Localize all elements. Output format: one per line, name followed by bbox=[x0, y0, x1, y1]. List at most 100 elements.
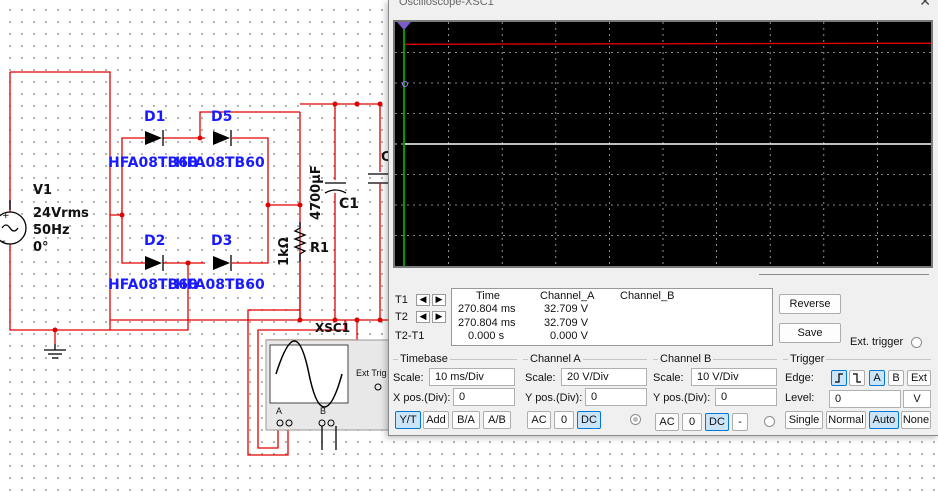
d2-model-label: HFA08TB60 bbox=[108, 277, 198, 293]
timebase-scale-input[interactable]: 10 ms/Div bbox=[429, 368, 515, 386]
falling-edge-icon[interactable] bbox=[849, 370, 865, 386]
trigger-source-a-button[interactable]: A bbox=[869, 370, 885, 386]
channel-b-terminal[interactable] bbox=[764, 416, 775, 427]
channel-b-dc-button[interactable]: DC bbox=[705, 413, 729, 431]
trigger-title: Trigger bbox=[788, 353, 827, 365]
trigger-normal-button[interactable]: Normal bbox=[826, 411, 866, 429]
channel-a-title: Channel A bbox=[528, 353, 583, 365]
trigger-none-button[interactable]: None bbox=[901, 411, 931, 429]
channel-b-ac-button[interactable]: AC bbox=[655, 413, 679, 431]
scope-plot bbox=[395, 22, 931, 266]
level-label: Level: bbox=[785, 392, 815, 404]
r1-value-label: 1kΩ bbox=[277, 237, 292, 266]
d3-name-label: D3 bbox=[211, 233, 232, 249]
channel-a-scale-input[interactable]: 20 V/Div bbox=[561, 368, 647, 386]
channel-a-ypos-label: Y pos.(Div): bbox=[525, 392, 583, 404]
trigger-auto-button[interactable]: Auto bbox=[869, 411, 899, 429]
xpos-label: X pos.(Div): bbox=[393, 392, 451, 404]
t1-left-arrow-icon[interactable]: ◀ bbox=[416, 294, 430, 306]
t2-t1-label: T2-T1 bbox=[395, 330, 425, 342]
diode-d3-symbol[interactable] bbox=[213, 255, 232, 271]
t1-channel-a: 32.709 V bbox=[544, 303, 589, 315]
t2-time: 270.804 ms bbox=[458, 317, 516, 329]
mode-ab-button[interactable]: A/B bbox=[483, 411, 511, 429]
diode-d1-symbol[interactable] bbox=[145, 130, 164, 146]
channel-a-dc-button[interactable]: DC bbox=[577, 411, 601, 429]
rising-edge-icon[interactable] bbox=[831, 370, 847, 386]
v1-name-label: V1 bbox=[33, 183, 52, 198]
wire-bridge-left-bottom bbox=[121, 215, 145, 264]
channel-a-zero-button[interactable]: 0 bbox=[554, 411, 574, 429]
channel-a-scale-label: Scale: bbox=[525, 372, 556, 384]
channel-b-zero-button[interactable]: 0 bbox=[682, 413, 702, 431]
svg-text:+: + bbox=[2, 211, 10, 221]
timebase-group bbox=[393, 359, 517, 360]
v1-voltage-label: 24Vrms bbox=[33, 206, 89, 221]
diode-d2-symbol[interactable] bbox=[145, 255, 164, 271]
edge-label: Edge: bbox=[785, 372, 814, 384]
scope-ch-b-label: B bbox=[320, 406, 326, 416]
save-button[interactable]: Save bbox=[779, 323, 841, 343]
channel-b-ypos-input[interactable]: 0 bbox=[715, 388, 777, 406]
mode-ba-button[interactable]: B/A bbox=[452, 411, 480, 429]
d1-name-label: D1 bbox=[144, 109, 165, 125]
dt-time: 0.000 s bbox=[468, 330, 505, 342]
channel-a-terminal[interactable] bbox=[630, 414, 641, 425]
scope-ch-a-label: A bbox=[276, 406, 282, 416]
mode-add-button[interactable]: Add bbox=[423, 411, 449, 429]
trigger-source-ext-button[interactable]: Ext bbox=[907, 370, 931, 386]
trigger-single-button[interactable]: Single bbox=[785, 411, 823, 429]
svg-text:-: - bbox=[2, 236, 6, 247]
cursor-readout-table: Time Channel_A Channel_B 270.804 ms 32.7… bbox=[451, 288, 773, 346]
scope-display[interactable] bbox=[393, 20, 933, 268]
ac-source-symbol[interactable] bbox=[0, 211, 27, 245]
resistor-r1-symbol[interactable] bbox=[293, 222, 307, 262]
channel-b-title: Channel B bbox=[658, 353, 714, 365]
d5-name-label: D5 bbox=[211, 109, 232, 125]
header-time: Time bbox=[476, 290, 501, 302]
v1-phase-label: 0° bbox=[33, 240, 49, 255]
ext-trigger-terminal[interactable] bbox=[911, 337, 922, 348]
channel-a-group bbox=[523, 359, 647, 360]
t1-right-arrow-icon[interactable]: ▶ bbox=[432, 294, 446, 306]
channel-a-position-marker-icon[interactable] bbox=[402, 81, 408, 87]
v1-freq-label: 50Hz bbox=[33, 223, 70, 238]
channel-b-scale-input[interactable]: 10 V/Div bbox=[691, 368, 777, 386]
c1-value-label: 4700µF bbox=[309, 165, 324, 220]
oscilloscope-xsc1-instrument[interactable] bbox=[265, 339, 391, 450]
reverse-button[interactable]: Reverse bbox=[779, 294, 841, 314]
t2-left-arrow-icon[interactable]: ◀ bbox=[416, 311, 430, 323]
trigger-level-input[interactable]: 0 bbox=[829, 390, 901, 408]
header-channel-b: Channel_B bbox=[620, 290, 675, 302]
oscilloscope-window[interactable]: Oscilloscope-XSC1 ✕ T1 ◀ ▶ T2 ◀ ▶ T2-T1 … bbox=[388, 0, 938, 436]
channel-a-trace bbox=[404, 42, 931, 45]
wire-scope-ch-a bbox=[247, 309, 300, 456]
diode-d5-symbol[interactable] bbox=[213, 130, 232, 146]
sine-glyph-icon bbox=[1, 224, 19, 232]
xsc1-ref-label: XSC1 bbox=[315, 321, 350, 335]
trigger-level-unit[interactable]: V bbox=[903, 390, 931, 408]
t1-time: 270.804 ms bbox=[458, 303, 516, 315]
timebase-title: Timebase bbox=[398, 353, 450, 365]
d3-model-label: HFA08TB60 bbox=[175, 277, 265, 293]
wire-v1-loop bbox=[9, 71, 111, 331]
cursor-t1-marker-icon[interactable] bbox=[397, 22, 411, 30]
capacitor-c1-symbol[interactable] bbox=[324, 182, 347, 194]
channel-a-ypos-input[interactable]: 0 bbox=[585, 388, 647, 406]
channel-b-group bbox=[653, 359, 777, 360]
trigger-source-b-button[interactable]: B bbox=[888, 370, 904, 386]
mode-yt-button[interactable]: Y/T bbox=[395, 411, 421, 429]
close-icon[interactable]: ✕ bbox=[919, 0, 931, 10]
channel-a-ac-button[interactable]: AC bbox=[527, 411, 551, 429]
xpos-input[interactable]: 0 bbox=[453, 388, 515, 406]
t2-right-arrow-icon[interactable]: ▶ bbox=[432, 311, 446, 323]
channel-b-invert-button[interactable]: - bbox=[732, 413, 748, 431]
d2-name-label: D2 bbox=[144, 233, 165, 249]
wire-bridge-left-top bbox=[110, 137, 145, 216]
t2-label: T2 bbox=[395, 311, 408, 323]
c2-name-label: C bbox=[381, 150, 391, 165]
timebase-scale-label: Scale: bbox=[393, 372, 424, 384]
r1-name-label: R1 bbox=[310, 241, 329, 256]
t1-label: T1 bbox=[395, 294, 408, 306]
